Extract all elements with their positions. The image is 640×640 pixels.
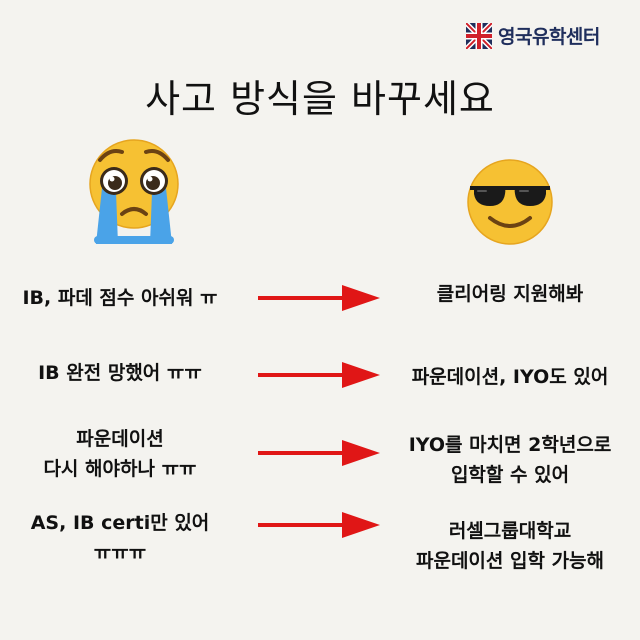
worry-text: IB 완전 망했어 ㅠㅠ <box>0 358 240 388</box>
sunglasses-face-icon <box>467 159 553 245</box>
worry-line: IB 완전 망했어 ㅠㅠ <box>38 362 202 384</box>
right-arrow-icon <box>258 440 380 466</box>
solution-line: 클리어링 지원해봐 <box>436 283 584 305</box>
worry-line: 파운데이션 <box>76 428 164 450</box>
worry-line: 다시 해야하나 ㅠㅠ <box>43 458 197 480</box>
right-arrow-icon <box>258 512 380 538</box>
worry-text: 파운데이션 다시 해야하나 ㅠㅠ <box>0 424 240 484</box>
solution-line: 파운데이션 입학 가능해 <box>415 550 605 572</box>
comparison-row-4: AS, IB certi만 있어 ㅠㅠㅠ 러셀그룹대학교 파운데이션 입학 가능… <box>0 508 640 572</box>
solution-text: 클리어링 지원해봐 <box>380 279 640 309</box>
worry-text: IB, 파데 점수 아쉬워 ㅠ <box>0 283 240 313</box>
worry-line: IB, 파데 점수 아쉬워 ㅠ <box>22 287 218 309</box>
solution-line: 입학할 수 있어 <box>450 464 570 486</box>
comparison-row-2: IB 완전 망했어 ㅠㅠ 파운데이션, IYO도 있어 <box>0 360 640 390</box>
right-arrow-icon <box>258 362 380 388</box>
solution-text: IYO를 마치면 2학년으로 입학할 수 있어 <box>380 430 640 490</box>
brand-logo: 영국유학센터 <box>466 22 600 49</box>
comparison-row-1: IB, 파데 점수 아쉬워 ㅠ 클리어링 지원해봐 <box>0 283 640 313</box>
solution-text: 파운데이션, IYO도 있어 <box>380 362 640 392</box>
brand-name: 영국유학센터 <box>498 26 600 48</box>
crying-face-icon <box>89 139 179 244</box>
solution-line: IYO를 마치면 2학년으로 <box>408 434 612 456</box>
comparison-row-3: 파운데이션 다시 해야하나 ㅠㅠ IYO를 마치면 2학년으로 입학할 수 있어 <box>0 424 640 486</box>
solution-text: 러셀그룹대학교 파운데이션 입학 가능해 <box>380 516 640 576</box>
worry-text: AS, IB certi만 있어 ㅠㅠㅠ <box>0 508 240 568</box>
union-jack-flag-icon <box>466 22 492 49</box>
worry-line: AS, IB certi만 있어 <box>30 512 210 534</box>
worry-line: ㅠㅠㅠ <box>93 542 147 564</box>
solution-line: 러셀그룹대학교 <box>448 520 572 542</box>
page-title: 사고 방식을 바꾸세요 <box>145 77 495 121</box>
right-arrow-icon <box>258 285 380 311</box>
solution-line: 파운데이션, IYO도 있어 <box>411 366 609 388</box>
